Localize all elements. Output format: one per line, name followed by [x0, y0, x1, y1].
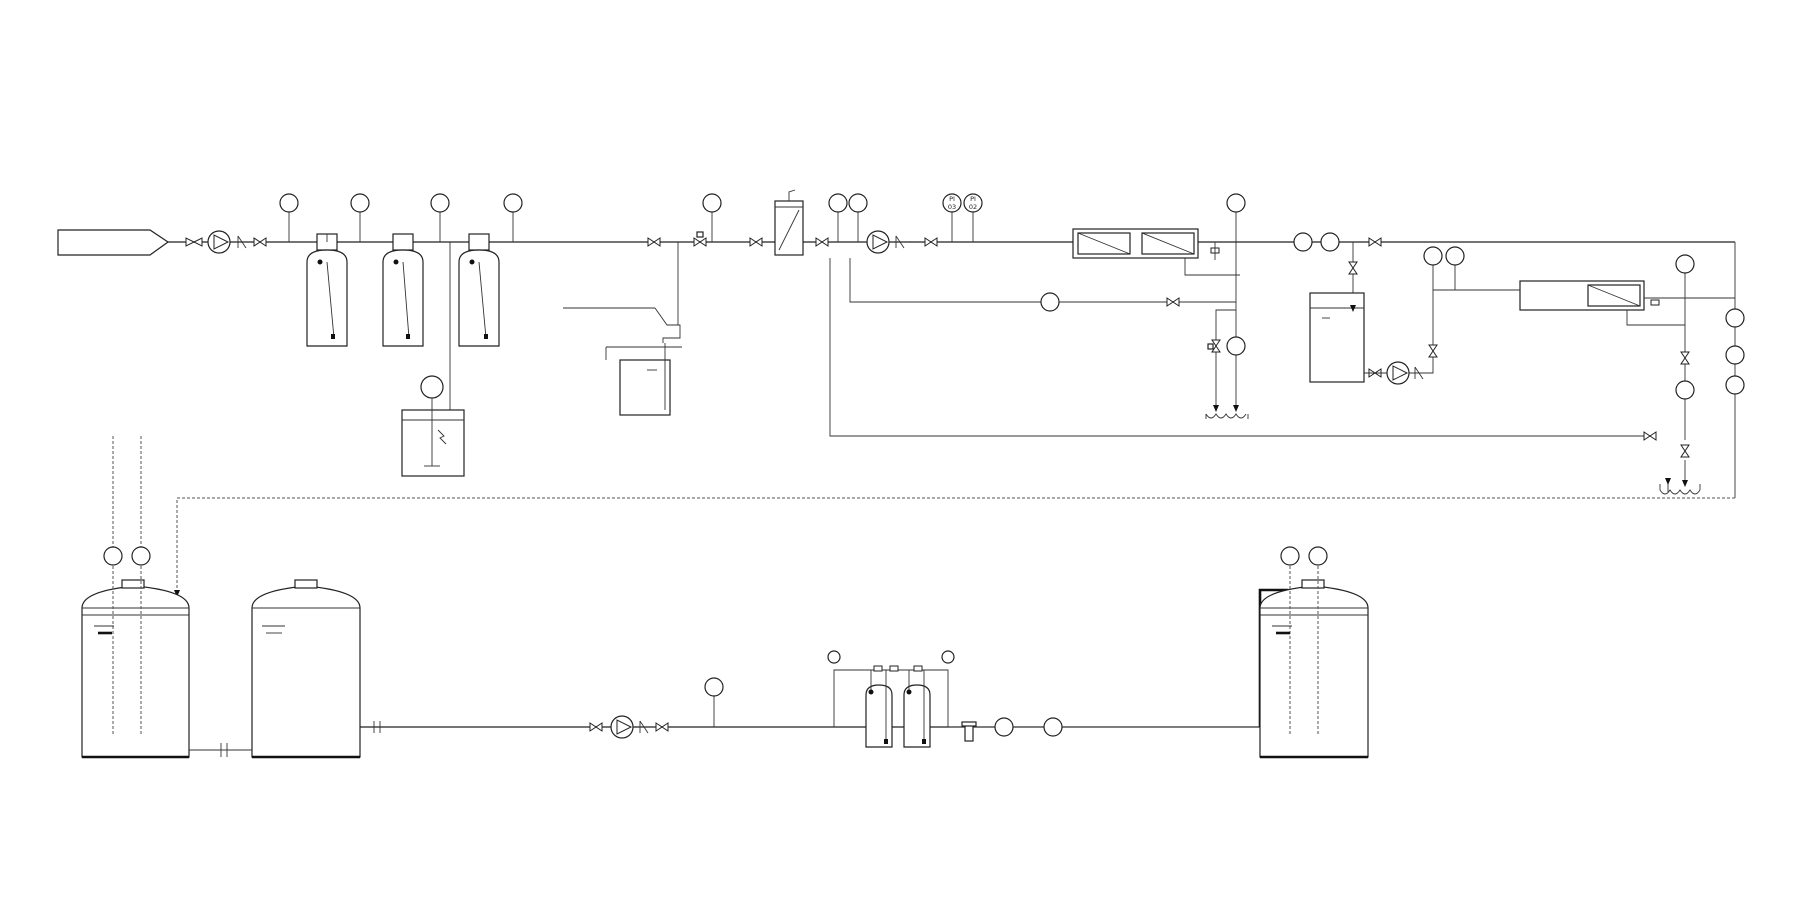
instrument-7	[848, 193, 868, 242]
valve-16	[655, 722, 669, 732]
inlet-valve-2	[253, 237, 267, 247]
check-valve-1	[237, 235, 247, 249]
flow-indicator-7	[1725, 375, 1745, 395]
chemical-tank-agitator	[401, 375, 465, 477]
check-valve-4	[639, 720, 649, 734]
small-valve-ro-2	[1650, 299, 1660, 306]
dosing-tank-1	[306, 233, 348, 347]
recirculation-line	[829, 210, 1650, 437]
pressure-indicator-pi-03: PI 03	[942, 193, 962, 242]
flow-indicator-2	[1293, 232, 1313, 252]
valve-15	[589, 722, 603, 732]
valve-3	[647, 237, 661, 247]
intermediate-tank	[1309, 292, 1365, 383]
high-pressure-pump	[866, 230, 890, 254]
valve-6	[924, 237, 938, 247]
instrument-5	[702, 193, 722, 242]
flow-indicator-5	[1725, 308, 1745, 328]
feed-inlet	[57, 229, 170, 256]
transfer-pump	[1386, 361, 1410, 385]
drain-manifold-2	[1659, 460, 1701, 495]
valve-11	[1428, 344, 1438, 358]
instrument-3	[430, 193, 450, 242]
instrument-11	[1675, 254, 1695, 440]
instrument-14	[941, 650, 955, 664]
instrument-1	[279, 193, 299, 242]
product-transfer-line	[174, 497, 1735, 597]
cartridge-filter	[774, 189, 804, 256]
instrument-9	[1423, 246, 1443, 290]
instrument-2	[350, 193, 370, 242]
flow-indicator-9	[1043, 717, 1063, 737]
dosing-tank-2	[382, 233, 424, 347]
ro-membrane-vessel-2	[1519, 280, 1645, 311]
check-valve-3	[1414, 366, 1424, 380]
pi-03-tag-line2: 03	[948, 203, 956, 211]
inlet-valve	[185, 237, 203, 247]
valve-14	[1643, 431, 1657, 441]
polishing-vessel-1	[865, 665, 893, 748]
distribution-pump	[610, 715, 634, 739]
valve-7	[1166, 297, 1180, 307]
uv-sterilizer	[961, 721, 977, 742]
check-valve-2	[895, 235, 905, 249]
flow-indicator-3	[1320, 232, 1340, 252]
instrument-6	[828, 193, 848, 242]
flow-indicator-4	[1675, 380, 1695, 400]
valve-13	[1680, 444, 1690, 458]
valve-5	[815, 237, 829, 247]
pi-03-tag-line1: PI	[949, 195, 955, 203]
dosing-tank-3	[458, 233, 500, 347]
outlet-flange	[373, 721, 381, 733]
instrument-13	[827, 650, 841, 664]
pi-02-tag-line2: 02	[969, 203, 977, 211]
backwash-drain	[563, 242, 682, 416]
storage-tank-2	[251, 579, 361, 759]
valve-4	[749, 237, 763, 247]
drain-manifold-1	[1205, 309, 1249, 419]
pressure-indicator-pi-02: PI 02	[963, 193, 983, 242]
ro-membrane-vessel-1	[1072, 228, 1199, 259]
pi-02-tag-line1: PI	[970, 195, 976, 203]
valve-12	[1680, 351, 1690, 365]
polishing-vessel-2	[889, 665, 931, 748]
flow-indicator-1	[1040, 292, 1060, 312]
feed-pump	[207, 230, 231, 254]
instrument-10	[1445, 246, 1465, 290]
flow-indicator-8	[994, 717, 1014, 737]
flow-indicator-6	[1725, 345, 1745, 365]
valve-8	[1368, 237, 1382, 247]
instrument-4	[503, 193, 523, 242]
storage-tank-3	[1259, 546, 1369, 759]
instrument-12	[704, 677, 724, 727]
storage-tank-1	[81, 436, 190, 759]
tank-interconnect	[189, 743, 252, 757]
control-valve	[693, 231, 707, 247]
valve-9	[1348, 261, 1358, 275]
instrument-8	[1226, 193, 1246, 213]
